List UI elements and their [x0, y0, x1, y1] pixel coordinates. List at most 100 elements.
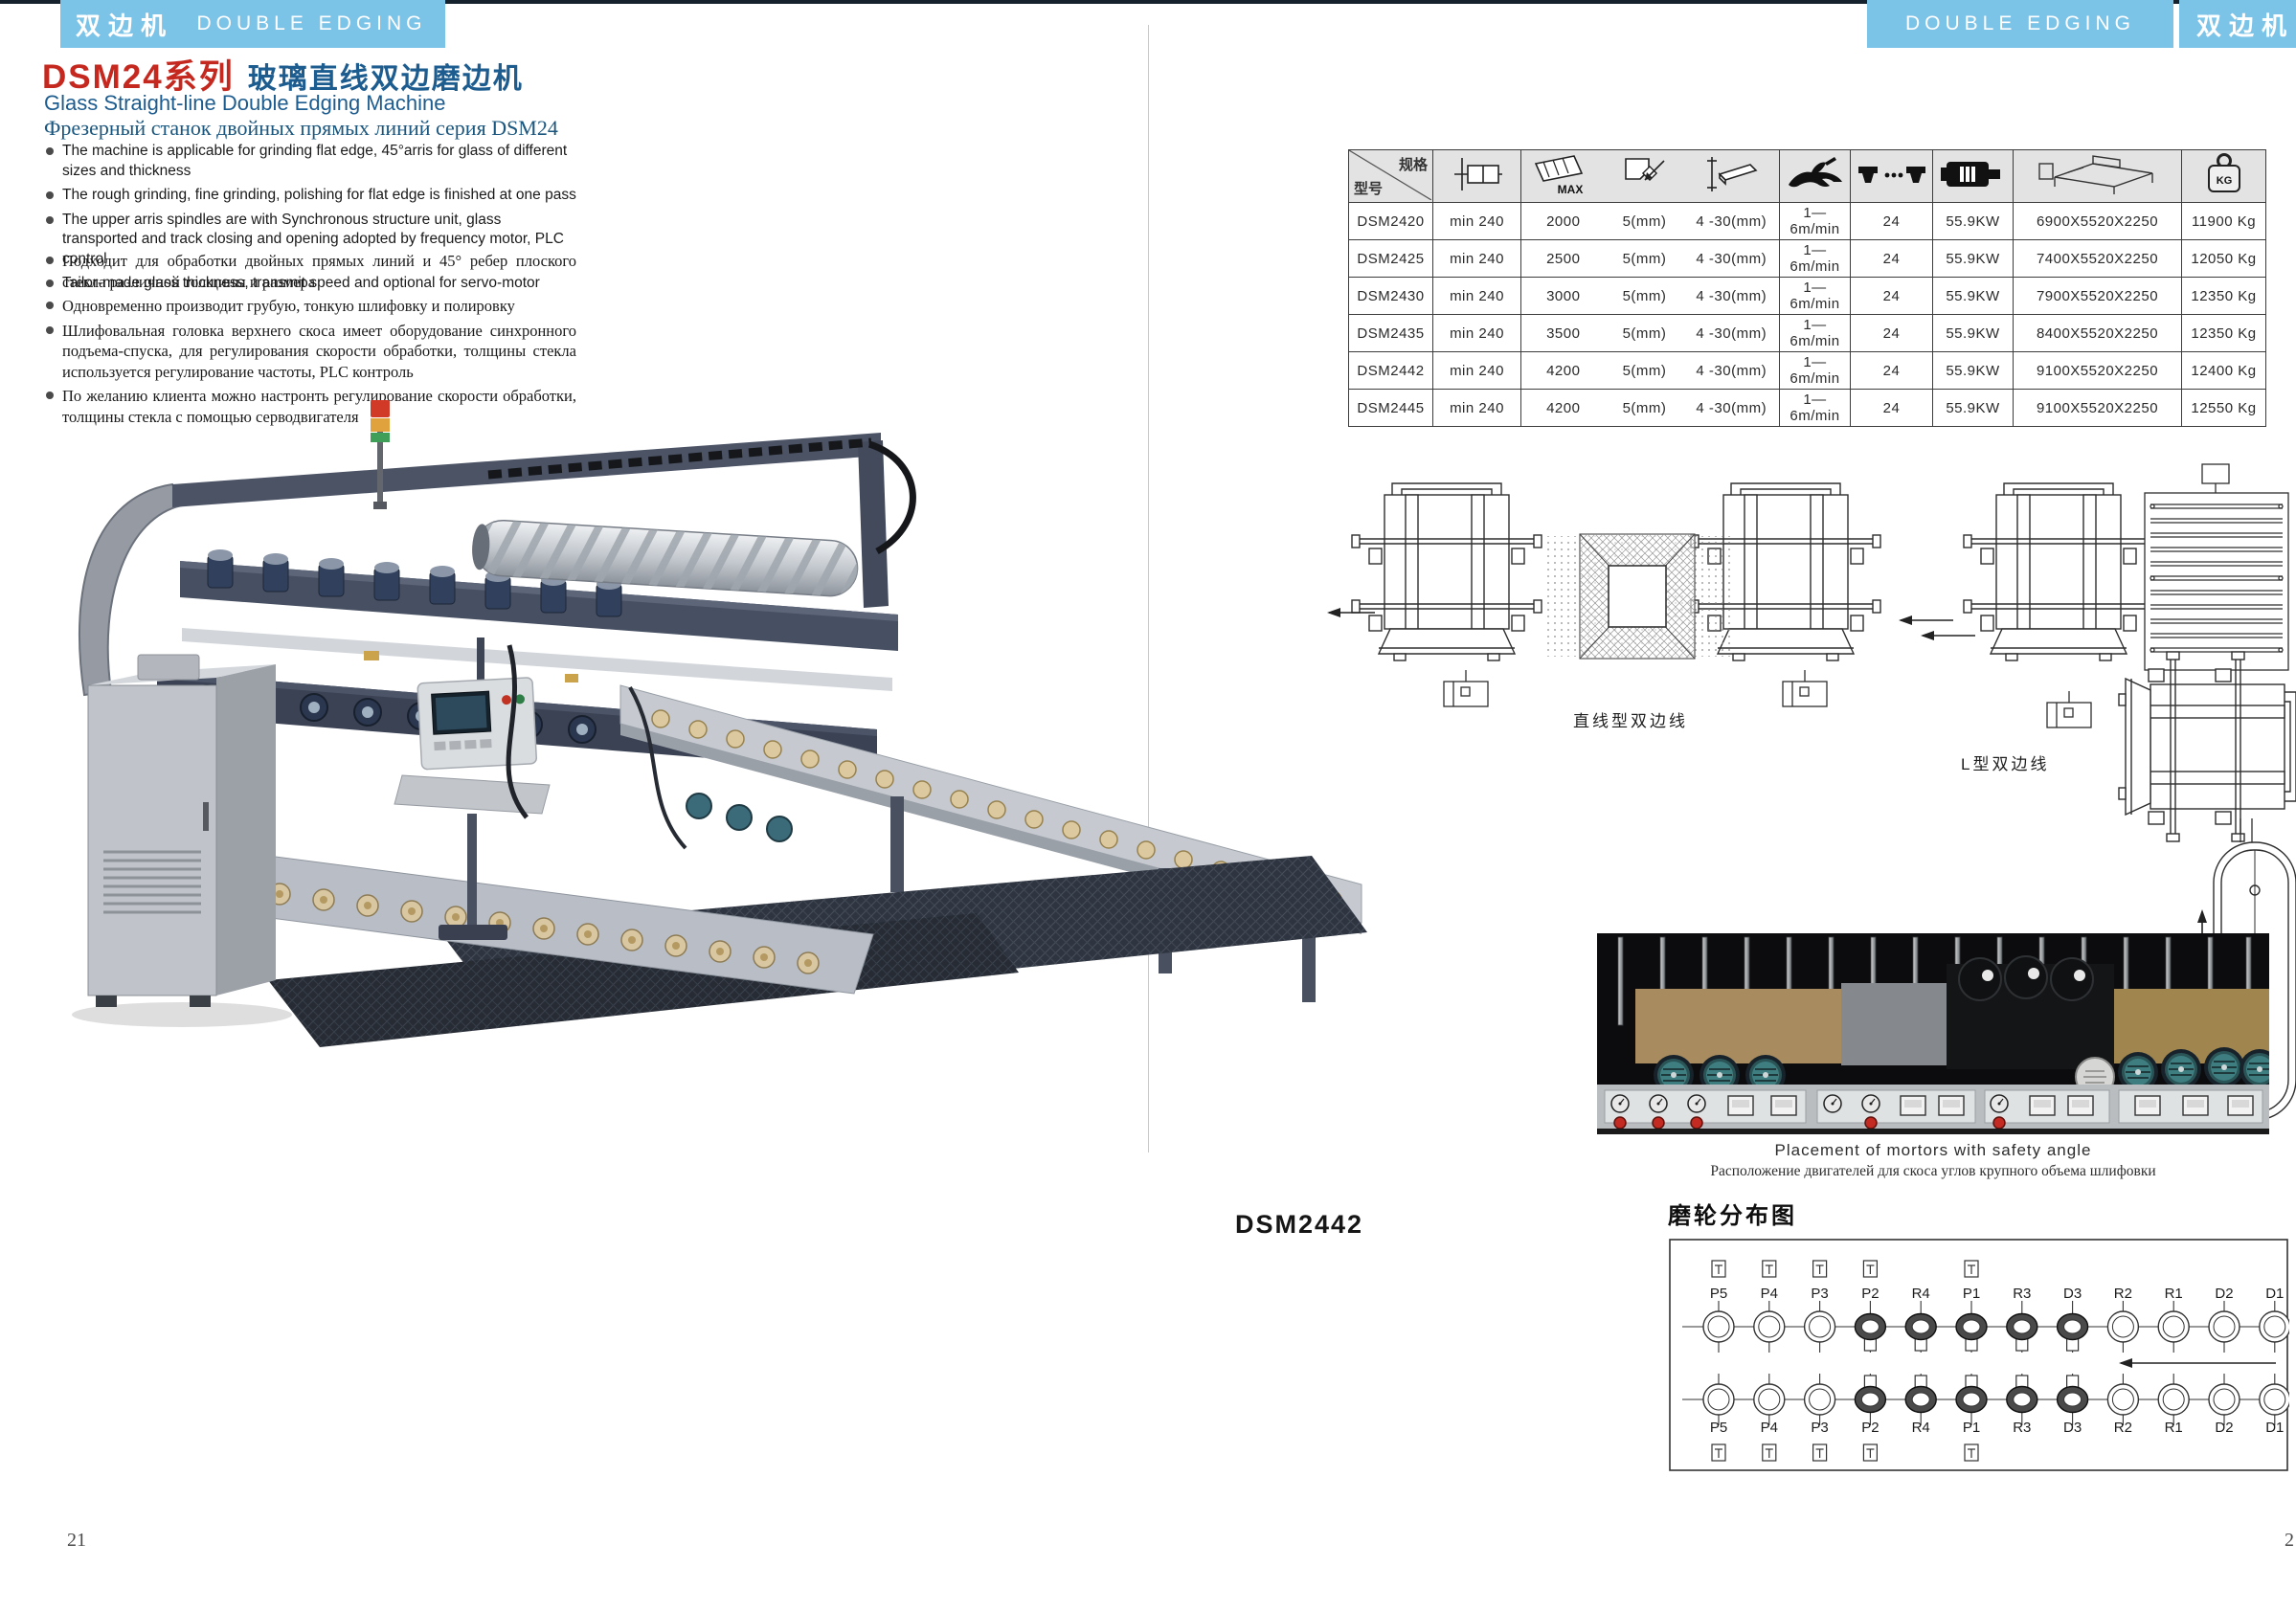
- wheel-label: R2: [2114, 1420, 2132, 1436]
- spec-table: 规格 型号 MAX: [1348, 149, 2266, 427]
- caption-ru: Расположение двигателей для скоса углов …: [1710, 1163, 2156, 1179]
- spec-cell-weight: 12050 Kg: [2181, 239, 2266, 278]
- wheel-label: R4: [1912, 1286, 1930, 1302]
- col-weight-header: KG: [2181, 149, 2266, 203]
- spec-cell-spindles: 24: [1850, 277, 1933, 315]
- spec-cell-weight: 12550 Kg: [2181, 389, 2266, 427]
- wheel-label: P5: [1710, 1420, 1727, 1436]
- roller-conveyor: [2144, 463, 2289, 671]
- spec-cell-speed: 1—6m/min: [1779, 351, 1851, 390]
- spec-cell-min: min 240: [1432, 389, 1521, 427]
- spec-cell-power: 55.9KW: [1932, 239, 2014, 278]
- corner-diagonal: [1349, 150, 1431, 200]
- wheel-label: D3: [2063, 1286, 2082, 1302]
- transfer-table: [1543, 533, 1731, 660]
- wheel-label: P2: [1861, 1286, 1879, 1302]
- spec-cell-thickness: 4 -30(mm): [1683, 239, 1780, 278]
- subtitle-en: Glass Straight-line Double Edging Machin…: [44, 91, 446, 115]
- wheel-label: P2: [1861, 1420, 1879, 1436]
- control-cabinet: [72, 654, 292, 1027]
- spec-cell-spindles: 24: [1850, 351, 1933, 390]
- spec-cell-arris: 5(mm): [1605, 389, 1684, 427]
- motor-power-icon: [1940, 161, 2000, 187]
- spec-cell-min: min 240: [1432, 277, 1521, 315]
- corner-model-label: 型号: [1354, 181, 1384, 197]
- spec-cell-weight: 12350 Kg: [2181, 314, 2266, 352]
- spec-cell-arris: 5(mm): [1605, 351, 1684, 390]
- page-number-right: 2: [2285, 1530, 2294, 1551]
- col-arris-header: [1605, 149, 1684, 203]
- spec-cell-power: 55.9KW: [1932, 277, 2014, 315]
- wheel-label: P4: [1761, 1286, 1778, 1302]
- page-number-left: 21: [67, 1530, 86, 1551]
- header-left-zh: 双边机: [60, 0, 181, 48]
- spec-cell-speed: 1—6m/min: [1779, 277, 1851, 315]
- spec-cell-model: DSM2442: [1348, 351, 1433, 390]
- spec-cell-power: 55.9KW: [1932, 202, 2014, 240]
- spec-cell-weight: 12350 Kg: [2181, 277, 2266, 315]
- wheel-label: R3: [2013, 1420, 2031, 1436]
- spec-cell-thickness: 4 -30(mm): [1683, 389, 1780, 427]
- top-rule: [0, 0, 2296, 4]
- cable-chain: [487, 437, 872, 480]
- page-title: DSM24系列玻璃直线双边磨边机: [42, 50, 524, 99]
- spec-cell-weight: 12400 Kg: [2181, 351, 2266, 390]
- header-left-en: DOUBLE EDGING: [178, 0, 445, 48]
- subtitle-ru: Фрезерный станок двойных прямых линий се…: [44, 116, 558, 140]
- wheel-label: D1: [2265, 1420, 2284, 1436]
- spec-cell-speed: 1—6m/min: [1779, 239, 1851, 278]
- feature-item: Одновременно производит грубую, тонкую ш…: [44, 296, 576, 317]
- spec-cell-max: 3000: [1520, 277, 1606, 315]
- spec-cell-min: min 240: [1432, 202, 1521, 240]
- spec-cell-dimension: 7900X5520X2250: [2013, 277, 2182, 315]
- spec-cell-power: 55.9KW: [1932, 314, 2014, 352]
- spec-cell-max: 2500: [1520, 239, 1606, 278]
- spec-cell-speed: 1—6m/min: [1779, 202, 1851, 240]
- wheel-label: P5: [1710, 1286, 1727, 1302]
- feature-item: The upper arris spindles are with Synchr…: [44, 211, 576, 270]
- wheel-label: D2: [2215, 1286, 2233, 1302]
- wheel-diagram-title: 磨轮分布图: [1668, 1203, 1797, 1229]
- feature-item: The machine is applicable for grinding f…: [44, 142, 576, 181]
- weight-kg-icon: KG: [2207, 152, 2240, 192]
- spindle-count-icon: [1857, 166, 1925, 183]
- feature-item: По желанию клиента можно настронть регул…: [44, 386, 576, 427]
- feature-item: Шлифовальная головка верхнего скоса имее…: [44, 321, 576, 383]
- spec-cell-power: 55.9KW: [1932, 389, 2014, 427]
- spec-cell-thickness: 4 -30(mm): [1683, 351, 1780, 390]
- control-pendant: [394, 638, 551, 940]
- col-speed-header: [1779, 149, 1851, 203]
- wheel-label: P4: [1761, 1420, 1778, 1436]
- min-glass-size-icon: [1453, 157, 1502, 190]
- spec-cell-thickness: 4 -30(mm): [1683, 277, 1780, 315]
- spec-cell-speed: 1—6m/min: [1779, 389, 1851, 427]
- spec-cell-dimension: 9100X5520X2250: [2013, 351, 2182, 390]
- max-glass-size-icon: MAX: [1534, 154, 1583, 196]
- wheel-label: R2: [2114, 1286, 2132, 1302]
- spec-cell-arris: 5(mm): [1605, 314, 1684, 352]
- spec-cell-dimension: 7400X5520X2250: [2013, 239, 2182, 278]
- col-min-size-header: [1432, 149, 1521, 203]
- spec-cell-model: DSM2425: [1348, 239, 1433, 278]
- series-title: DSM24系列: [42, 58, 235, 96]
- machine-dimension-icon: [2037, 154, 2153, 194]
- spec-cell-spindles: 24: [1850, 314, 1933, 352]
- speed-rabbit-icon: [1788, 156, 1842, 187]
- caption-en: Placement of mortors with safety angle: [1774, 1141, 2092, 1159]
- col-spindles-header: [1850, 149, 1933, 203]
- glass-table: [182, 628, 892, 691]
- wheel-label: P3: [1811, 1286, 1828, 1302]
- spec-cell-dimension: 9100X5520X2250: [2013, 389, 2182, 427]
- corner-spec-label: 规格: [1398, 157, 1428, 173]
- wheel-label: P1: [1963, 1420, 1980, 1436]
- feature-item: The rough grinding, fine grinding, polis…: [44, 186, 576, 206]
- chrome-roller: [472, 519, 860, 598]
- spec-cell-model: DSM2435: [1348, 314, 1433, 352]
- wheel-label: P1: [1963, 1286, 1980, 1302]
- wheel-label: R3: [2013, 1286, 2031, 1302]
- spec-cell-model: DSM2445: [1348, 389, 1433, 427]
- spec-cell-max: 2000: [1520, 202, 1606, 240]
